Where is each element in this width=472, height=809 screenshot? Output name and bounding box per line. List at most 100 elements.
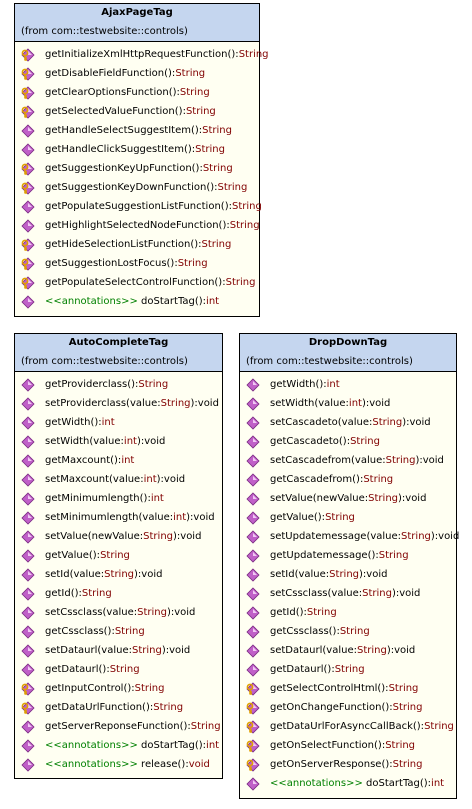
stereotype-label: <<annotations>>: [45, 296, 138, 307]
operation-name: getId():: [45, 588, 82, 599]
operation-row[interactable]: getServerReponseFunction():String: [15, 717, 222, 736]
operation-signature: setMinimumlength(value:int):void: [45, 508, 215, 527]
diamond-method-icon: [246, 397, 260, 411]
operation-row[interactable]: getUpdatemessage():String: [240, 546, 456, 565]
operation-row[interactable]: getHandleClickSuggestItem():String: [15, 140, 259, 159]
operation-row[interactable]: setValue(newValue:String):void: [15, 527, 222, 546]
diamond-method-icon: [21, 530, 35, 544]
operation-row[interactable]: <<annotations>> doStartTag():int: [15, 292, 259, 311]
operation-name: getSuggestionKeyDownFunction():: [45, 182, 218, 193]
operation-type: String: [325, 512, 355, 523]
operation-row[interactable]: setValue(newValue:String):void: [240, 489, 456, 508]
operation-row[interactable]: getValue():String: [15, 546, 222, 565]
operation-row[interactable]: setDataurl(value:String):void: [15, 641, 222, 660]
operation-row[interactable]: setMaxcount(value:int):void: [15, 470, 222, 489]
operation-row[interactable]: getDataUrlFunction():String: [15, 698, 222, 717]
operation-row[interactable]: getHideSelectionListFunction():String: [15, 235, 259, 254]
operation-row[interactable]: getSuggestionLostFocus():String: [15, 254, 259, 273]
operation-row[interactable]: setWidth(value:int):void: [240, 394, 456, 413]
operation-row[interactable]: setId(value:String):void: [240, 565, 456, 584]
operation-signature: getInputControl():String: [45, 679, 164, 698]
operation-row[interactable]: getDataurl():String: [15, 660, 222, 679]
operation-row[interactable]: getCssclass():String: [240, 622, 456, 641]
operation-signature: getHighlightSelectedNodeFunction():Strin…: [45, 216, 260, 235]
operation-type: String: [238, 49, 269, 60]
operation-row[interactable]: getMinimumlength():int: [15, 489, 222, 508]
operation-row[interactable]: getOnServerResponse():String: [240, 755, 456, 774]
operation-row[interactable]: getCssclass():String: [15, 622, 222, 641]
operation-row[interactable]: getClearOptionsFunction():String: [15, 83, 259, 102]
key-method-icon: [21, 48, 35, 62]
operation-row[interactable]: getInitializeXmlHttpRequestFunction():St…: [15, 45, 269, 64]
operation-type: int: [431, 778, 445, 789]
operation-row[interactable]: getValue():String: [240, 508, 456, 527]
operation-signature: getPopulateSuggestionListFunction():Stri…: [45, 197, 262, 216]
operation-row[interactable]: setMinimumlength(value:int):void: [15, 508, 222, 527]
operation-row[interactable]: getHandleSelectSuggestItem():String: [15, 121, 259, 140]
operation-type: String: [350, 436, 380, 447]
operation-signature: getInitializeXmlHttpRequestFunction():St…: [45, 45, 269, 64]
operation-name: getHighlightSelectedNodeFunction():: [45, 220, 230, 231]
class-name: AutoCompleteTag: [68, 337, 169, 348]
operation-type: String: [225, 277, 256, 288]
key-method-icon: [246, 701, 260, 715]
operation-row[interactable]: getPopulateSuggestionListFunction():Stri…: [15, 197, 262, 216]
operation-name: setWidth(value:: [270, 398, 349, 409]
operation-row[interactable]: <<annotations>> doStartTag():int: [15, 736, 222, 755]
operation-return: ):void: [190, 398, 219, 409]
operation-return: ):void: [186, 512, 215, 523]
operation-row[interactable]: setDataurl(value:String):void: [240, 641, 456, 660]
operation-type: String: [385, 455, 416, 466]
operation-row[interactable]: <<annotations>> release():void: [15, 755, 222, 774]
key-method-icon: [21, 276, 35, 290]
operation-row[interactable]: getOnSelectFunction():String: [240, 736, 456, 755]
operation-row[interactable]: <<annotations>> doStartTag():int: [240, 774, 456, 793]
operation-type: int: [326, 379, 340, 390]
operation-name: setCascadefrom(value:: [270, 455, 386, 466]
operation-row[interactable]: getMaxcount():int: [15, 451, 222, 470]
operation-row[interactable]: getInputControl():String: [15, 679, 222, 698]
operation-row[interactable]: getDataurl():String: [240, 660, 456, 679]
operation-row[interactable]: getWidth():int: [15, 413, 222, 432]
class-box-ajaxpagetag[interactable]: AjaxPageTag (from com::testwebsite::cont…: [14, 3, 269, 317]
operation-row[interactable]: setId(value:String):void: [15, 565, 222, 584]
operation-row[interactable]: getSelectedValueFunction():String: [15, 102, 259, 121]
key-method-icon: [246, 739, 260, 753]
operation-row[interactable]: getSelectControlHtml():String: [240, 679, 456, 698]
operation-name: setDataurl(value:: [45, 645, 132, 656]
operation-row[interactable]: getId():String: [240, 603, 456, 622]
operation-name: getMinimumlength():: [45, 493, 151, 504]
operation-row[interactable]: getDataUrlForAsyncCallBack():String: [240, 717, 456, 736]
operation-row[interactable]: getOnChangeFunction():String: [240, 698, 456, 717]
diamond-method-icon: [246, 644, 260, 658]
operation-row[interactable]: setCssclass(value:String):void: [240, 584, 456, 603]
operation-row[interactable]: getHighlightSelectedNodeFunction():Strin…: [15, 216, 260, 235]
class-box-dropdowntag[interactable]: DropDownTag (from com::testwebsite::cont…: [239, 333, 459, 799]
key-method-icon: [246, 758, 260, 772]
operation-row[interactable]: setCascadeto(value:String):void: [240, 413, 456, 432]
operation-row[interactable]: getDisableFieldFunction():String: [15, 64, 259, 83]
operation-row[interactable]: getSuggestionKeyUpFunction():String: [15, 159, 259, 178]
operation-name: setUpdatemessage(value:: [270, 531, 402, 542]
operation-type: String: [185, 106, 216, 117]
operation-row[interactable]: getWidth():int: [240, 375, 456, 394]
operation-row[interactable]: setProviderclass(value:String):void: [15, 394, 222, 413]
operation-type: String: [334, 664, 365, 675]
stereotype-label: <<annotations>>: [45, 759, 138, 770]
operation-row[interactable]: getId():String: [15, 584, 222, 603]
operation-row[interactable]: setCascadefrom(value:String):void: [240, 451, 456, 470]
operation-signature: setValue(newValue:String):void: [270, 489, 426, 508]
operation-signature: <<annotations>> release():void: [45, 755, 210, 774]
operation-row[interactable]: getSuggestionKeyDownFunction():String: [15, 178, 259, 197]
operation-name: getCascadeto():: [270, 436, 351, 447]
diamond-method-icon: [21, 663, 35, 677]
operation-row[interactable]: setWidth(value:int):void: [15, 432, 222, 451]
operation-row[interactable]: getProviderclass():String: [15, 375, 222, 394]
class-box-autocompletetag[interactable]: AutoCompleteTag (from com::testwebsite::…: [14, 333, 223, 779]
operation-row[interactable]: setUpdatemessage(value:String):void: [240, 527, 459, 546]
operation-row[interactable]: setCssclass(value:String):void: [15, 603, 222, 622]
operation-row[interactable]: getPopulateSelectControlFunction():Strin…: [15, 273, 259, 292]
operation-row[interactable]: getCascadefrom():String: [240, 470, 456, 489]
operation-row[interactable]: getCascadeto():String: [240, 432, 456, 451]
